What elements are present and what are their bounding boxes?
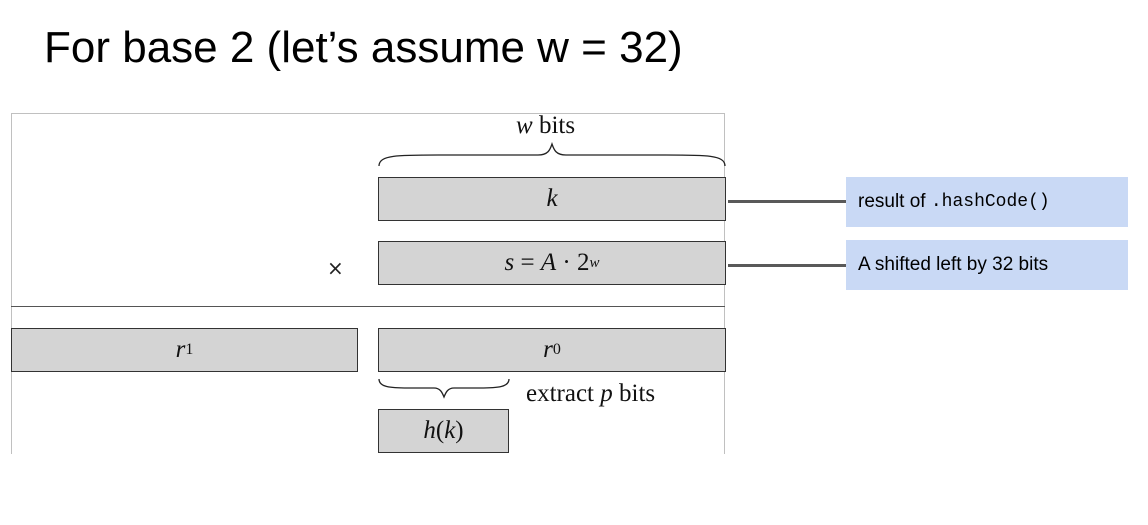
register-k: k	[378, 177, 726, 221]
register-hk: h(k)	[378, 409, 509, 453]
r1-subscript: 1	[185, 341, 194, 358]
r0-var: r	[543, 336, 553, 363]
top-brace-label: w bits	[516, 112, 575, 140]
s-dot: ·	[556, 249, 577, 276]
k-connector-line	[728, 200, 846, 203]
s-equals: =	[514, 249, 541, 276]
extract-brace-label: extract p bits	[526, 380, 655, 408]
s-callout: A shifted left by 32 bits	[846, 240, 1128, 290]
top-brace	[378, 142, 726, 167]
k-callout: result of .hashCode()	[846, 177, 1128, 227]
hk-fn: h	[423, 417, 436, 444]
extract-prefix: extract	[526, 380, 601, 407]
w-var: w	[516, 112, 533, 139]
s-var: s	[504, 249, 515, 276]
s-A-var: A	[540, 249, 557, 276]
r0-subscript: 0	[552, 341, 561, 358]
s-exponent: w	[589, 254, 600, 271]
r1-var: r	[175, 336, 186, 363]
s-connector-line	[728, 264, 846, 267]
k-callout-code: .hashCode()	[930, 192, 1050, 212]
hk-close-paren: )	[455, 417, 464, 444]
product-rule	[11, 306, 725, 307]
p-var: p	[600, 380, 613, 407]
k-callout-text: result of	[858, 191, 931, 212]
register-k-label: k	[546, 185, 558, 212]
slide-title: For base 2 (let’s assume w = 32)	[44, 23, 683, 72]
hk-arg: k	[444, 417, 456, 444]
bits-text: bits	[532, 112, 576, 139]
s-callout-text: A shifted left by 32 bits	[858, 254, 1049, 275]
hk-open-paren: (	[435, 417, 445, 444]
multiply-sign: ×	[327, 256, 344, 280]
s-base: 2	[576, 249, 590, 276]
extract-suffix: bits	[612, 380, 656, 407]
extract-brace	[378, 378, 510, 399]
